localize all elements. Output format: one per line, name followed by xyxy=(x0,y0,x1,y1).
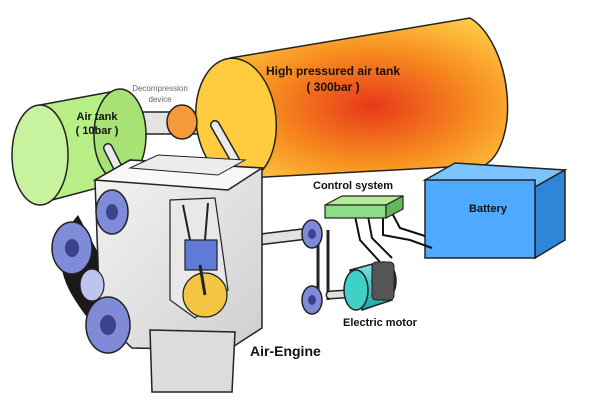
labels: High pressured air tank ( 300bar ) Air t… xyxy=(76,64,508,359)
battery-label: Battery xyxy=(469,203,508,215)
air-engine-label: Air-Engine xyxy=(250,343,321,359)
motor-pulleys xyxy=(301,219,323,315)
high-pressure-tank-label-line1: High pressured air tank xyxy=(266,64,400,78)
control-system-label: Control system xyxy=(313,180,393,192)
control-wiring xyxy=(354,212,433,263)
electric-motor xyxy=(325,261,397,311)
decompression-label-line2: device xyxy=(148,95,172,104)
high-pressure-tank-label-line2: ( 300bar ) xyxy=(306,80,359,94)
air-tank-label-line2: ( 10bar ) xyxy=(76,125,119,137)
decompression-label-line1: Decompression xyxy=(132,84,188,93)
air-tank-label-line1: Air tank xyxy=(77,111,119,123)
electric-motor-label: Electric motor xyxy=(343,317,418,329)
engine-block xyxy=(51,154,265,393)
battery xyxy=(422,162,568,260)
decompression-device xyxy=(166,104,198,140)
control-system-box xyxy=(324,195,404,219)
